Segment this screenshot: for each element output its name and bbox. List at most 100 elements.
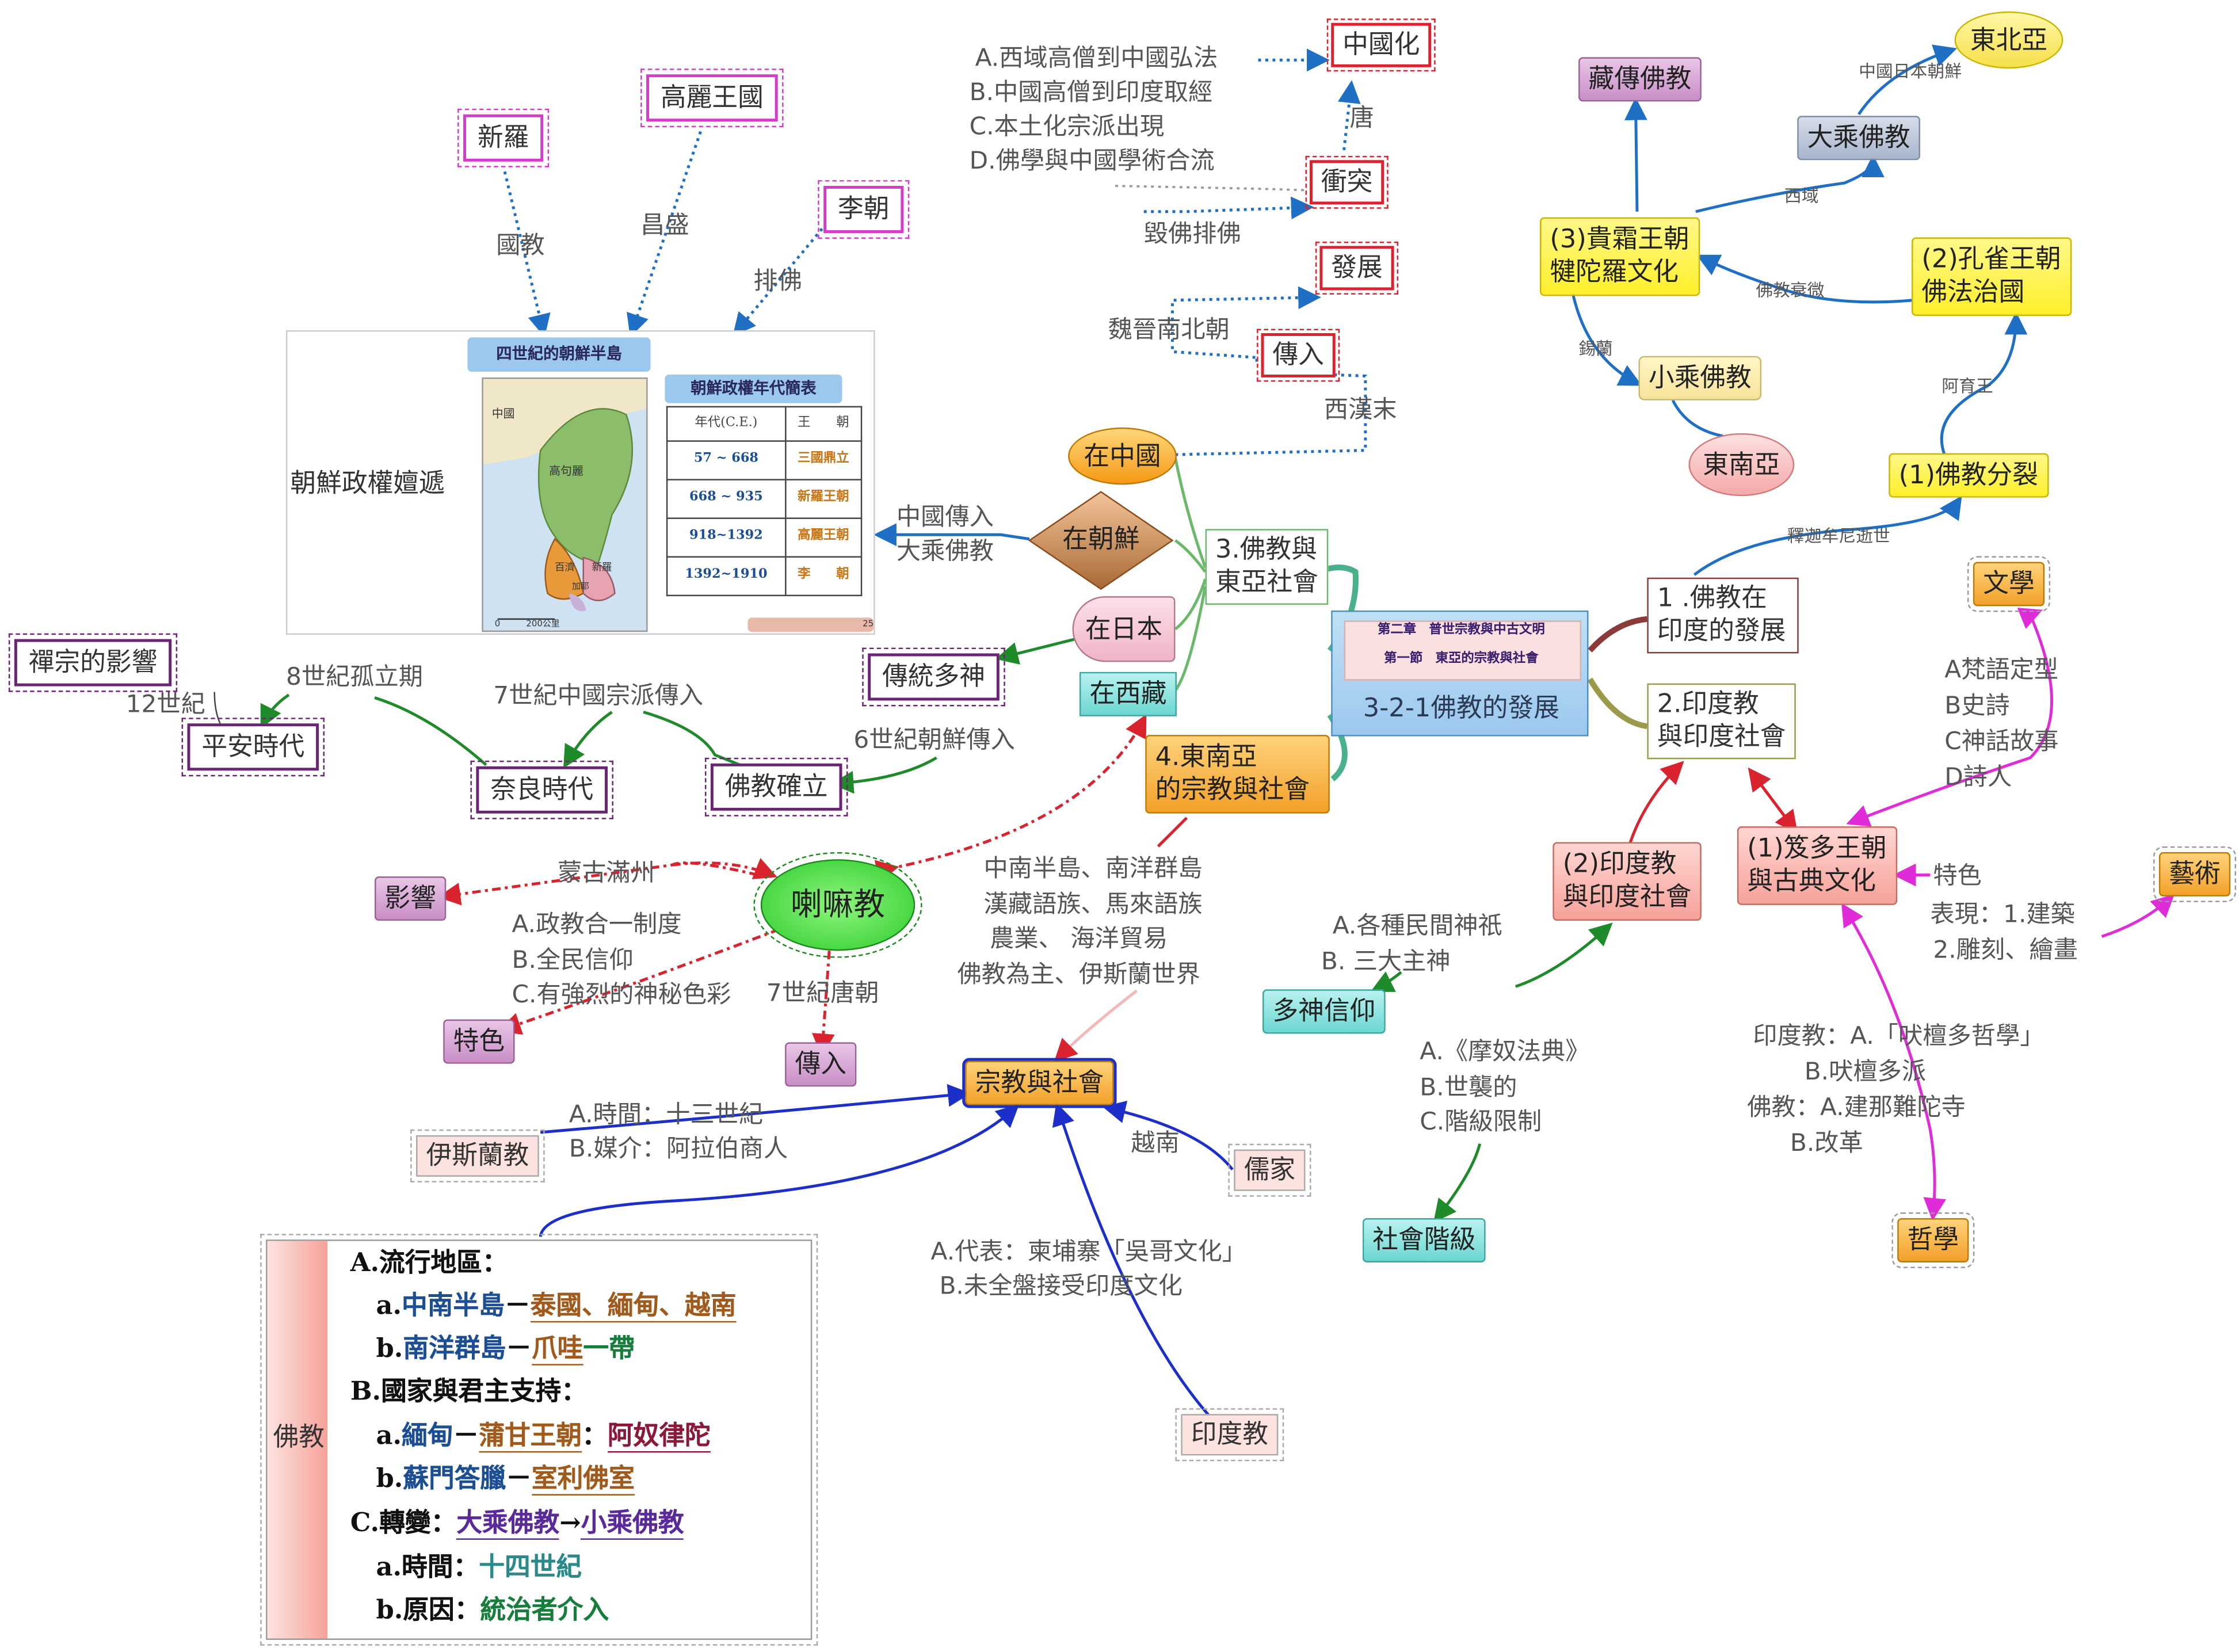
seg: 蘇門答臘 [403, 1464, 506, 1494]
branch3-title-line2: 東亞社會 [1215, 568, 1318, 598]
node-caste[interactable]: 社會階級 [1362, 1218, 1486, 1263]
node-joseon[interactable]: 李朝 [818, 180, 910, 240]
branch2-title-line2: 與印度社會 [1657, 722, 1786, 753]
branch-southeast-asia[interactable]: 4.東南亞 的宗教與社會 [1145, 735, 1330, 814]
seg: － [453, 1421, 479, 1451]
node-islam[interactable]: 伊斯蘭教 [410, 1129, 545, 1183]
node-northeast-asia[interactable]: 東北亞 [1954, 11, 2063, 69]
hindu-line2: 與印度社會 [1562, 883, 1692, 913]
node-buddhism-split[interactable]: (1)佛教分裂 [1889, 453, 2049, 498]
node-tibetan-buddhism[interactable]: 藏傳佛教 [1578, 57, 1702, 102]
label-12th-century: 12世紀 [125, 690, 205, 719]
branch-east-asia[interactable]: 3.佛教與 東亞社會 [1205, 529, 1329, 605]
node-maurya[interactable]: (2)孔雀王朝 佛法治國 [1912, 237, 2072, 316]
label-6th-century: 6世紀朝鮮傳入 [853, 726, 1015, 755]
branch4-title-line1: 4.東南亞 [1155, 742, 1257, 772]
node-in-korea[interactable]: 在朝鮮 [1027, 489, 1175, 592]
korea-map: 中國 高句麗 百濟 新羅 加耶 0 200公里 [482, 377, 648, 632]
node-confucianism[interactable]: 儒家 [1228, 1143, 1311, 1197]
node-in-japan[interactable]: 在日本 [1072, 596, 1176, 662]
seg: a. [376, 1421, 402, 1451]
table-cell: 918~1392 [666, 517, 786, 558]
china-item: A.西域高僧到中國弘法 [975, 44, 1218, 73]
branch-title-line2: 印度的發展 [1657, 616, 1786, 647]
branch4-title-line2: 的宗教與社會 [1155, 775, 1310, 806]
node-nara[interactable]: 奈良時代 [470, 760, 613, 820]
branch-hinduism-society[interactable]: 2.印度教 與印度社會 [1647, 683, 1796, 759]
table-cell: 李 朝 [784, 556, 863, 597]
label-state-religion: 國教 [496, 231, 545, 261]
node-in-china[interactable]: 在中國 [1068, 427, 1177, 485]
desc-item: 中南半島、南洋群島 [983, 854, 1203, 884]
node-lama-feature[interactable]: 特色 [443, 1019, 515, 1065]
node-in-tibet[interactable]: 在西藏 [1079, 672, 1177, 717]
se-asia-desc: 中南半島、南洋群島 漢藏語族、馬來語族 農業、 海洋貿易 佛教為主、伊斯蘭世界 [955, 852, 1203, 993]
seg: － [504, 1291, 531, 1321]
node-lama-influence[interactable]: 影響 [374, 876, 447, 922]
panel-row-b3: b.原因：統治者介入 [376, 1594, 609, 1627]
node-sinicize[interactable]: 中國化 [1326, 18, 1436, 73]
table-cell: 高麗王朝 [784, 517, 863, 558]
node-kushan[interactable]: (3)貴霜王朝 犍陀羅文化 [1540, 217, 1700, 296]
node-southeast-asia-b1[interactable]: 東南亞 [1688, 433, 1795, 497]
node-china-transmit[interactable]: 傳入 [1257, 329, 1340, 383]
seg: － [506, 1334, 532, 1364]
table-cell: 1392~1910 [666, 556, 786, 597]
lama-item: A.政教合一制度 [512, 910, 682, 940]
node-gupta[interactable]: (1)笈多王朝 與古典文化 [1737, 826, 1897, 905]
seg: a. [376, 1291, 402, 1321]
islam-item: A.時間：十三世紀 [569, 1101, 764, 1130]
node-silla[interactable]: 新羅 [457, 108, 550, 168]
node-traditional-polytheism[interactable]: 傳統多神 [862, 647, 1005, 707]
seg: 統治者介入 [480, 1595, 609, 1626]
label-persecute: 毀佛排佛 [1143, 220, 1241, 249]
desc-item: 農業、 海洋貿易 [990, 925, 1168, 954]
seg: b. [376, 1334, 403, 1364]
branch3-title-line1: 3.佛教與 [1215, 535, 1317, 565]
gupta-line1: (1)笈多王朝 [1747, 833, 1887, 864]
buddhism-panel[interactable]: 佛教 A.流行地區： a.中南半島－泰國、緬甸、越南 b.南洋群島－爪哇一帶 B… [260, 1234, 818, 1646]
table-header: 年代(C.E.) [666, 406, 786, 442]
seg: 室利佛室 [531, 1464, 635, 1495]
node-mahayana[interactable]: 大乘佛教 [1797, 116, 1920, 161]
node-goryeo[interactable]: 高麗王國 [640, 68, 784, 128]
panel-row-b2: b.蘇門答臘－室利佛室 [376, 1463, 635, 1496]
node-philosophy[interactable]: 哲學 [1891, 1212, 1975, 1269]
node-polytheism[interactable]: 多神信仰 [1262, 989, 1386, 1035]
seg: 一帶 [583, 1334, 635, 1364]
label-7th-century: 7世紀中國宗派傳入 [493, 682, 704, 711]
node-lama-transmit[interactable]: 傳入 [785, 1042, 857, 1088]
node-buddhism-established[interactable]: 佛教確立 [704, 757, 848, 817]
map-label: 百濟 [555, 562, 575, 574]
seg: ： [582, 1421, 608, 1451]
feature-item: 表現：1.建築 [1930, 901, 2075, 930]
node-hinduism-se[interactable]: 印度教 [1175, 1408, 1284, 1462]
node-lamaism[interactable]: 喇嘛教 [753, 852, 922, 958]
china-items: A.西域高僧到中國弘法 B.中國高僧到印度取經 C.本土化宗派出現 D.佛學與中… [970, 41, 1218, 180]
node-hinduism-society[interactable]: (2)印度教 與印度社會 [1553, 842, 1702, 921]
map-label: 中國 [491, 407, 515, 421]
node-art[interactable]: 藝術 [2153, 846, 2237, 903]
node-zen-influence[interactable]: 禪宗的影響 [8, 633, 178, 693]
lit-item: B史詩 [1944, 692, 2010, 721]
panel-row-a2: a.緬甸－蒲甘王朝：阿奴律陀 [376, 1420, 711, 1453]
feature-item: 2.雕刻、繪畫 [1933, 936, 2078, 966]
node-religion-society[interactable]: 宗教與社會 [962, 1058, 1117, 1109]
philo-item: B.吠檀多派 [1804, 1058, 1927, 1087]
node-heian[interactable]: 平安時代 [181, 718, 325, 777]
map-label: 新羅 [592, 562, 612, 574]
branch-india-buddhism[interactable]: 1 .佛教在 印度的發展 [1647, 577, 1799, 653]
node-develop[interactable]: 發展 [1315, 241, 1399, 295]
node-hinayana[interactable]: 小乘佛教 [1638, 356, 1762, 401]
table-cell: 新羅王朝 [784, 479, 863, 519]
lit-item: A梵語定型 [1944, 656, 2059, 685]
central-topic[interactable]: 第二章 普世宗教與中古文明 第一節 東亞的宗教與社會 3-2-1佛教的發展 [1331, 610, 1589, 737]
map-scale: 0 [494, 619, 501, 629]
chapter-label: 第二章 普世宗教與中古文明 [1377, 623, 1545, 638]
node-literature[interactable]: 文學 [1967, 556, 2051, 613]
panel-row-b: B.國家與君主支持： [350, 1376, 587, 1407]
seg: 小乘佛教 [581, 1508, 684, 1540]
seg: － [506, 1464, 532, 1494]
node-conflict[interactable]: 衝突 [1305, 155, 1389, 209]
